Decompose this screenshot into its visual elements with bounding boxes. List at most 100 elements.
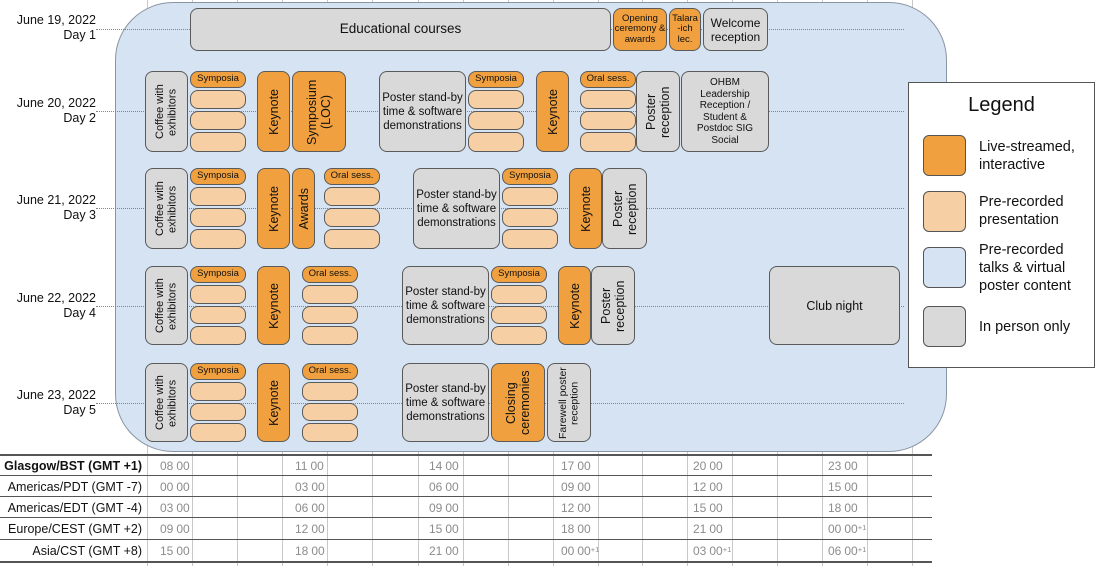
time-minutes: 00: [709, 459, 723, 473]
leadership-social-block: OHBM Leadership Reception / Student & Po…: [681, 71, 769, 152]
time-minutes: 00: [844, 480, 858, 494]
coffee-exhibitors-block: Coffee with exhibitors: [145, 363, 188, 442]
day-label: June 20, 2022 Day 2: [0, 96, 96, 126]
keynote-label: Keynote: [266, 88, 281, 135]
day-date: June 23, 2022: [16, 388, 96, 402]
time-hour: 12: [295, 522, 309, 536]
symposia-prerecorded-block: [190, 306, 246, 324]
symposia-prerecorded-block: [468, 90, 524, 109]
oral-session-live-block: Oral sess.: [302, 363, 358, 380]
time-hour: 18: [295, 544, 309, 558]
time-hour: 06: [828, 544, 842, 558]
legend-swatch-live: [923, 135, 966, 176]
symposia-live-block: Symposia: [190, 363, 246, 380]
poster-standby-block: Poster stand-by time & software demonstr…: [379, 71, 466, 152]
time-minutes: 00: [176, 522, 190, 536]
symposia-prerecorded-block: [502, 187, 558, 206]
oral-session-prerecorded-block: [302, 423, 358, 442]
oral-session-prerecorded-block: [580, 90, 636, 109]
day-number: Day 2: [63, 111, 96, 125]
time-hour: 09: [561, 480, 575, 494]
symposia-prerecorded-block: [502, 229, 558, 249]
time-minutes: 00: [709, 544, 723, 558]
time-hour: 15: [160, 544, 174, 558]
time-minutes: 00: [176, 544, 190, 558]
symposia-prerecorded-block: [491, 306, 547, 324]
time-minutes: 00: [844, 544, 858, 558]
time-minutes: 00: [445, 501, 459, 515]
coffee-exhibitors-block: Coffee with exhibitors: [145, 168, 188, 249]
day-label: June 23, 2022 Day 5: [0, 388, 96, 418]
oral-session-prerecorded-block: [302, 326, 358, 345]
time-minutes: 00: [577, 522, 591, 536]
table-separator: [0, 539, 932, 541]
day-number: Day 3: [63, 208, 96, 222]
poster-standby-block: Poster stand-by time & software demonstr…: [413, 168, 500, 249]
time-minutes: 00: [176, 459, 190, 473]
oral-session-prerecorded-block: [302, 403, 358, 421]
legend-swatch-prerecorded: [923, 191, 966, 232]
symposia-prerecorded-block: [190, 90, 246, 109]
keynote-label: Keynote: [266, 282, 281, 329]
time-minutes: 00: [310, 459, 324, 473]
timezone-label: Europe/CEST (GMT +2): [8, 522, 142, 536]
time-hour: 06: [429, 480, 443, 494]
symposium-loc-label: Symposium (LOC): [305, 78, 333, 145]
table-separator: [0, 454, 932, 456]
time-minutes: 00: [311, 522, 325, 536]
time-hour: 06: [295, 501, 309, 515]
oral-session-prerecorded-block: [302, 382, 358, 401]
oral-session-prerecorded-block: [324, 229, 380, 249]
symposia-prerecorded-block: [491, 326, 547, 345]
time-minutes: 00: [844, 522, 858, 536]
day-label: June 21, 2022 Day 3: [0, 193, 96, 223]
keynote-block: Keynote: [569, 168, 602, 249]
symposia-prerecorded-block: [468, 111, 524, 130]
timezone-label: Americas/PDT (GMT -7): [7, 480, 142, 494]
club-night-block: Club night: [769, 266, 900, 345]
symposia-prerecorded-block: [190, 285, 246, 304]
time-minutes: 00: [311, 480, 325, 494]
time-hour: 03: [295, 480, 309, 494]
awards-block: Awards: [292, 168, 315, 249]
legend-label-virtual: Pre-recorded talks & virtual poster cont…: [979, 242, 1071, 294]
time-minutes: 00: [844, 459, 858, 473]
time-hour: 18: [828, 501, 842, 515]
educational-courses-block: Educational courses: [190, 8, 611, 51]
time-hour: 18: [561, 522, 575, 536]
time-minutes: 00: [445, 544, 459, 558]
time-hour: 21: [429, 544, 443, 558]
day-label: June 22, 2022 Day 4: [0, 291, 96, 321]
time-minutes: 00: [577, 480, 591, 494]
keynote-block: Keynote: [257, 363, 290, 442]
oral-session-prerecorded-block: [324, 208, 380, 227]
symposia-prerecorded-block: [468, 132, 524, 152]
day-date: June 22, 2022: [16, 291, 96, 305]
time-hour: 15: [693, 501, 707, 515]
time-hour: 12: [693, 480, 707, 494]
time-minutes: 00: [709, 480, 723, 494]
keynote-label: Keynote: [545, 88, 560, 135]
time-hour: 21: [693, 522, 707, 536]
day-number: Day 1: [63, 28, 96, 42]
time-minutes: 00: [577, 459, 591, 473]
poster-reception-block: Poster reception: [591, 266, 635, 345]
time-minutes: 00: [311, 544, 325, 558]
symposia-prerecorded-block: [190, 187, 246, 206]
opening-ceremony-block: Opening ceremony & awards: [613, 8, 667, 51]
symposia-prerecorded-block: [491, 285, 547, 304]
